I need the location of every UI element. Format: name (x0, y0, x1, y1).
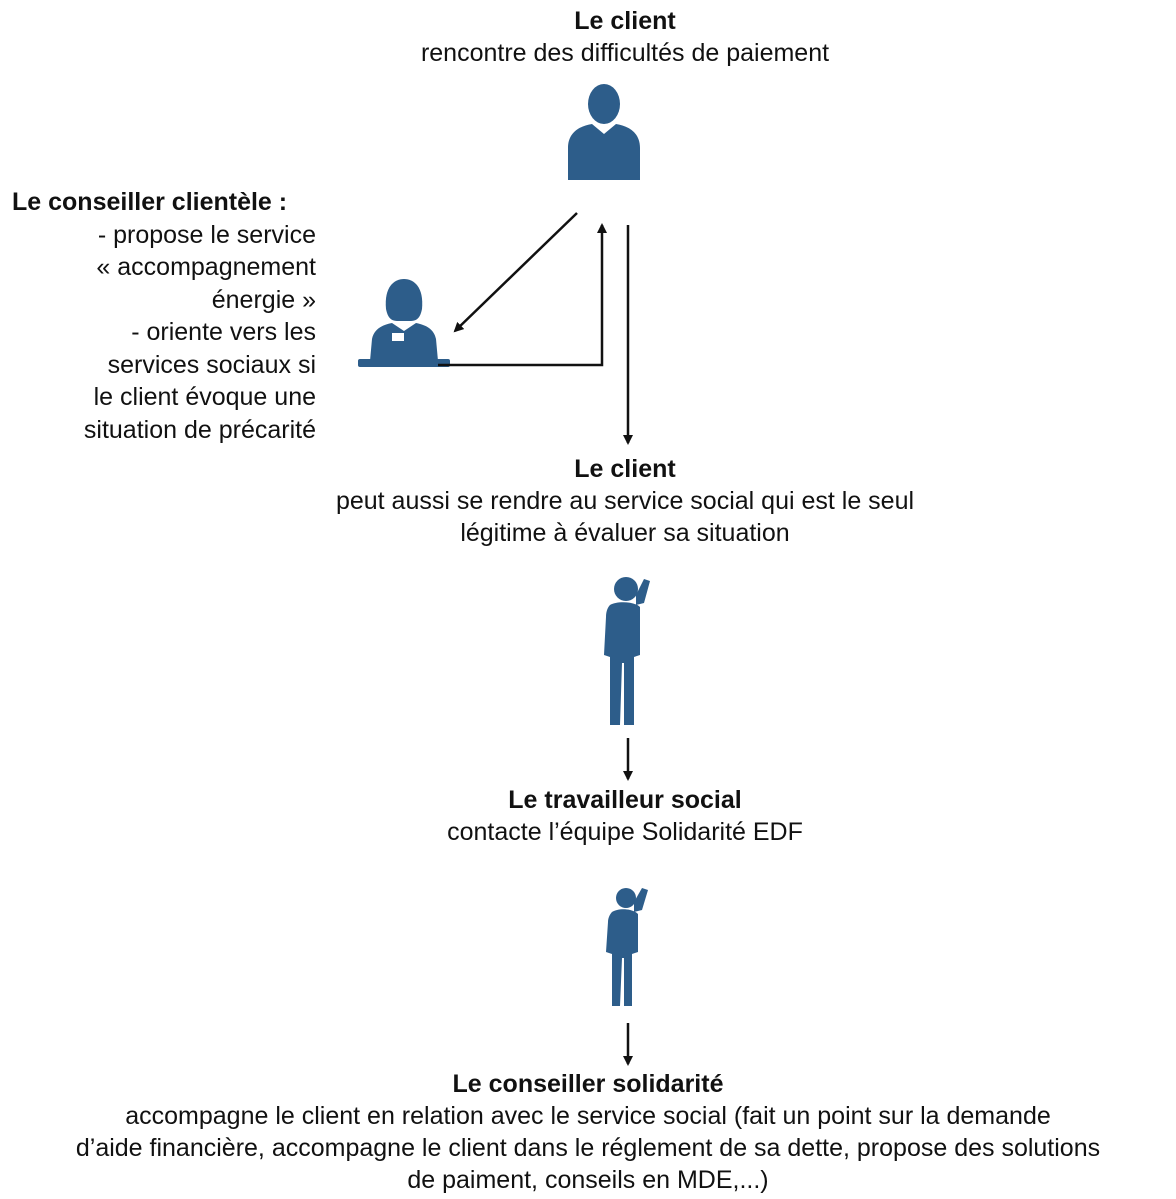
client-step-1-line: rencontre des difficultés de paiement (420, 39, 830, 67)
client-step-2-line: légitime à évaluer sa situation (460, 519, 790, 547)
solidarity-advisor-step: Le conseiller solidarité accompagne le c… (0, 1068, 1176, 1196)
client-step-2: Le client peut aussi se rendre au servic… (250, 453, 1000, 549)
person-bust-icon (568, 84, 640, 180)
solidarity-advisor-step-line: d’aide financière, accompagne le client … (75, 1134, 1101, 1162)
social-worker-step-line: contacte l’équipe Solidarité EDF (447, 818, 803, 846)
advisor-step-line: services sociaux si (107, 350, 316, 379)
social-worker-step: Le travailleur social contacte l’équipe … (300, 784, 950, 848)
solidarity-advisor-step-line: accompagne le client en relation avec le… (125, 1102, 1051, 1130)
advisor-step-title: Le conseiller clientèle : (12, 188, 288, 216)
advisor-step-line: le client évoque une (93, 383, 316, 411)
advisor-step: Le conseiller clientèle : - propose le s… (0, 186, 316, 446)
client-step-1-title: Le client (574, 7, 676, 35)
advisor-step-line: - oriente vers les (131, 318, 316, 346)
advisor-step-line: « accompagnement (96, 253, 316, 281)
arrow-advisor-to-client (438, 223, 607, 367)
solidarity-advisor-step-line: de paiment, conseils en MDE,...) (407, 1166, 769, 1194)
advisor-desk-icon (358, 279, 450, 367)
social-worker-step-title: Le travailleur social (508, 786, 742, 814)
client-step-2-title: Le client (574, 455, 676, 483)
solidarity-advisor-step-title: Le conseiller solidarité (452, 1070, 724, 1098)
advisor-step-line: énergie » (211, 285, 316, 314)
advisor-step-line: - propose le service (97, 220, 316, 249)
arrow-client-to-advisor (453, 212, 578, 333)
person-phone-icon (604, 577, 650, 725)
client-step-2-line: peut aussi se rendre au service social q… (335, 487, 915, 515)
client-step-1: Le client rencontre des difficultés de p… (300, 5, 950, 69)
advisor-step-line: situation de précarité (83, 415, 316, 444)
person-phone-icon (606, 888, 648, 1006)
